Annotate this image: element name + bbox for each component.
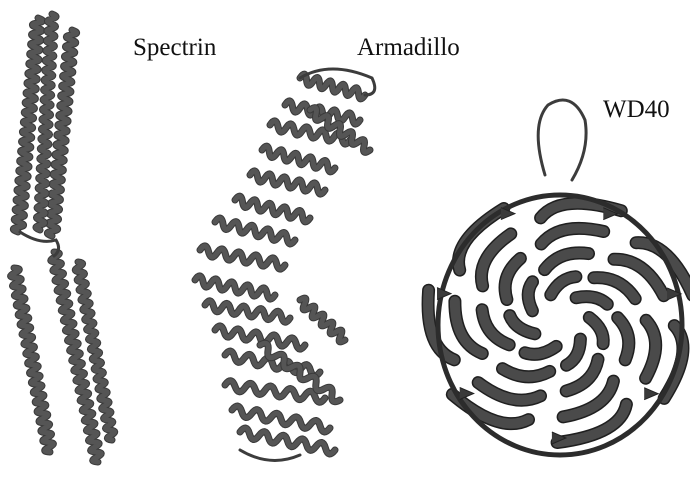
spectrin-label: Spectrin bbox=[133, 35, 216, 60]
armadillo-helix-3 bbox=[262, 146, 335, 172]
armadillo-helix-6 bbox=[215, 218, 295, 244]
armadillo-loop-bottom bbox=[240, 450, 300, 460]
armadillo-helix-16 bbox=[300, 298, 345, 342]
spectrin-helix-3 bbox=[11, 268, 54, 452]
armadillo-label: Armadillo bbox=[357, 35, 460, 60]
wd40-top-loop bbox=[538, 100, 586, 180]
armadillo-helix-7 bbox=[200, 246, 285, 269]
wd40-strand-2-2 bbox=[646, 320, 656, 378]
spectrin-structure bbox=[11, 14, 115, 462]
armadillo-helix-12 bbox=[225, 381, 325, 402]
armadillo-helix-8 bbox=[195, 276, 275, 299]
wd40-arrowhead-2 bbox=[644, 388, 658, 400]
wd40-label: WD40 bbox=[603, 97, 670, 122]
armadillo-structure bbox=[195, 69, 375, 460]
wd40-strand-3-0 bbox=[567, 339, 581, 365]
armadillo-helix-5 bbox=[235, 196, 310, 222]
wd40-structure bbox=[428, 100, 690, 455]
armadillo-helix-9 bbox=[205, 301, 290, 322]
wd40-strand-6-0 bbox=[528, 282, 532, 311]
wd40-strand-4-1 bbox=[503, 369, 550, 377]
armadillo-helix-4 bbox=[250, 171, 325, 194]
wd40-strand-4-2 bbox=[478, 383, 540, 401]
